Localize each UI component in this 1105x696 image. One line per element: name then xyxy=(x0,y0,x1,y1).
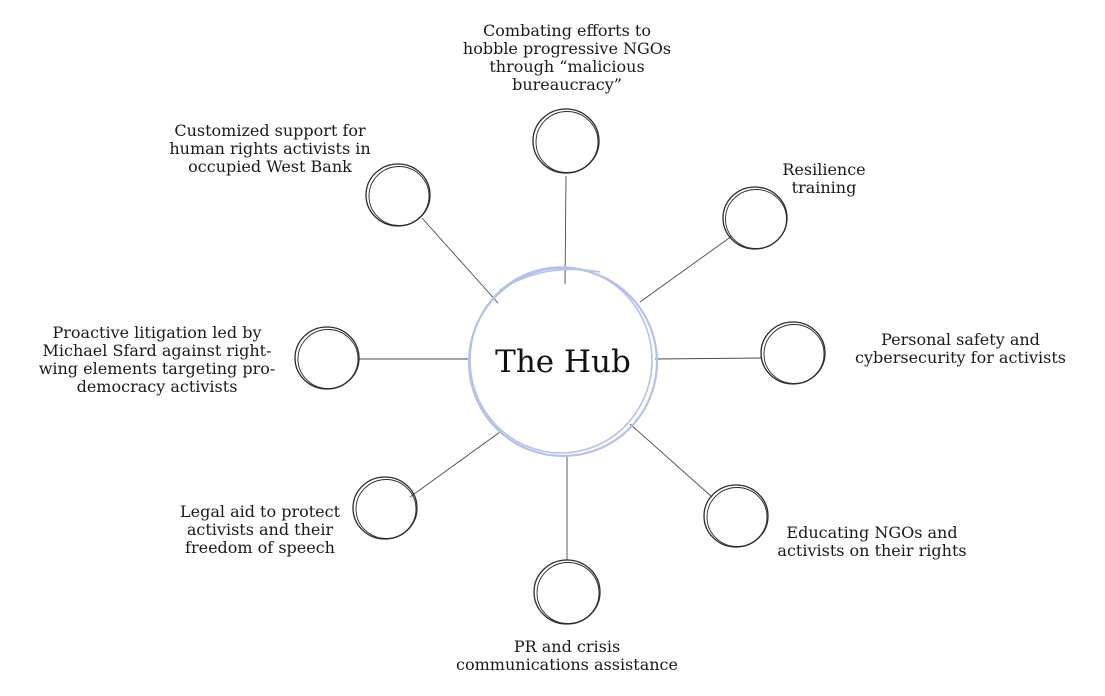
node-circle-safety xyxy=(760,321,826,385)
hub-title: The Hub xyxy=(495,344,631,380)
label-pr: PR and crisis communications assistance xyxy=(456,637,678,674)
connector-resilience xyxy=(639,235,733,303)
hub-circle xyxy=(467,266,659,458)
node-circle-litigation xyxy=(294,326,360,390)
label-litigation: Proactive litigation led by Michael Sfar… xyxy=(38,323,276,396)
node-circle-educating xyxy=(703,484,769,548)
label-ngo-bureaucracy: Combating efforts to hobble progressive … xyxy=(462,21,672,94)
node-circle-legal-aid xyxy=(352,476,418,540)
node-circle-resilience xyxy=(722,186,788,250)
label-safety: Personal safety and cybersecurity for ac… xyxy=(855,330,1066,367)
node-circle-west-bank xyxy=(365,163,431,227)
label-legal-aid: Legal aid to protect activists and their… xyxy=(179,502,341,557)
connector-west-bank xyxy=(421,217,499,304)
label-resilience: Resilience training xyxy=(782,160,866,197)
label-west-bank: Customized support for human rights acti… xyxy=(169,121,371,176)
node-circle-pr xyxy=(533,559,601,625)
node-circle-ngo-bureaucracy xyxy=(532,108,600,174)
label-educating: Educating NGOs and activists on their ri… xyxy=(777,523,967,560)
connector-ngo-bureaucracy xyxy=(564,175,567,285)
connector-legal-aid xyxy=(409,431,501,498)
connector-safety xyxy=(654,357,763,360)
connector-lines xyxy=(358,175,763,560)
connector-educating xyxy=(629,423,713,498)
